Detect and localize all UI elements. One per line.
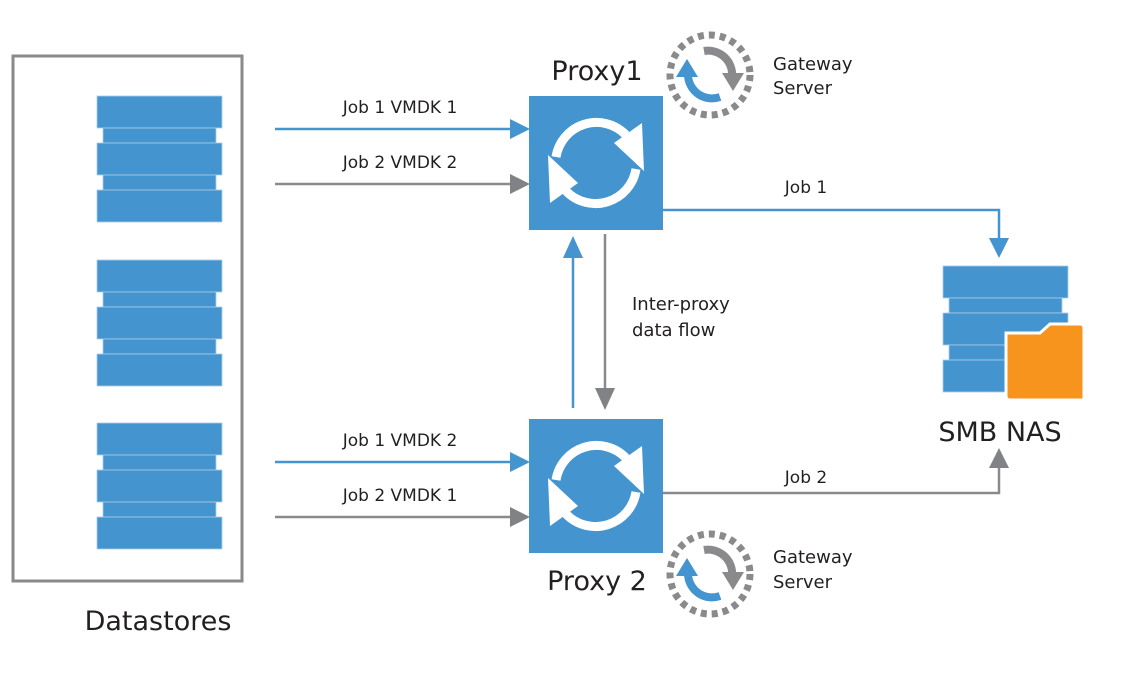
gateway1-label-line2: Server bbox=[773, 78, 833, 99]
flow-label-job1-vmdk2: Job 1 VMDK 2 bbox=[342, 431, 458, 451]
nas-label: SMB NAS bbox=[938, 417, 1061, 448]
proxy2-label: Proxy 2 bbox=[547, 566, 647, 597]
flow-label-job2: Job 2 bbox=[784, 468, 827, 488]
flow-job2-to-nas bbox=[663, 448, 1009, 495]
flow-job2-vmdk2 bbox=[275, 174, 530, 194]
gateway2-label-line1: Gateway bbox=[773, 547, 853, 568]
database-stack-icon bbox=[96, 422, 223, 550]
gateway-sync-icon bbox=[670, 534, 750, 614]
flow-job1-vmdk1 bbox=[275, 119, 530, 139]
flow-label-job1-vmdk1: Job 1 VMDK 1 bbox=[342, 98, 458, 118]
flow-label-job1: Job 1 bbox=[784, 178, 827, 198]
gateway2-label-line2: Server bbox=[773, 572, 833, 593]
flow-job1-to-nas bbox=[663, 208, 1009, 258]
gateway1-label-line1: Gateway bbox=[773, 54, 853, 75]
flow-label-job2-vmdk1: Job 2 VMDK 1 bbox=[342, 486, 458, 506]
flow-job2-vmdk1 bbox=[275, 507, 530, 527]
flow-job1-vmdk2 bbox=[275, 452, 530, 472]
inter-proxy-arrow-up bbox=[563, 236, 583, 408]
flow-label-job2-vmdk2: Job 2 VMDK 2 bbox=[342, 153, 458, 173]
inter-proxy-arrow-down bbox=[595, 234, 615, 410]
database-stack-icon bbox=[96, 95, 223, 223]
database-stack-icon bbox=[96, 259, 223, 387]
inter-proxy-label-line2: data flow bbox=[632, 320, 715, 341]
gateway-sync-icon bbox=[670, 35, 750, 115]
inter-proxy-label-line1: Inter-proxy bbox=[632, 294, 730, 315]
nas-folder-icon bbox=[942, 265, 1086, 402]
datastores-label: Datastores bbox=[85, 606, 232, 637]
proxy1-label: Proxy1 bbox=[551, 56, 642, 87]
